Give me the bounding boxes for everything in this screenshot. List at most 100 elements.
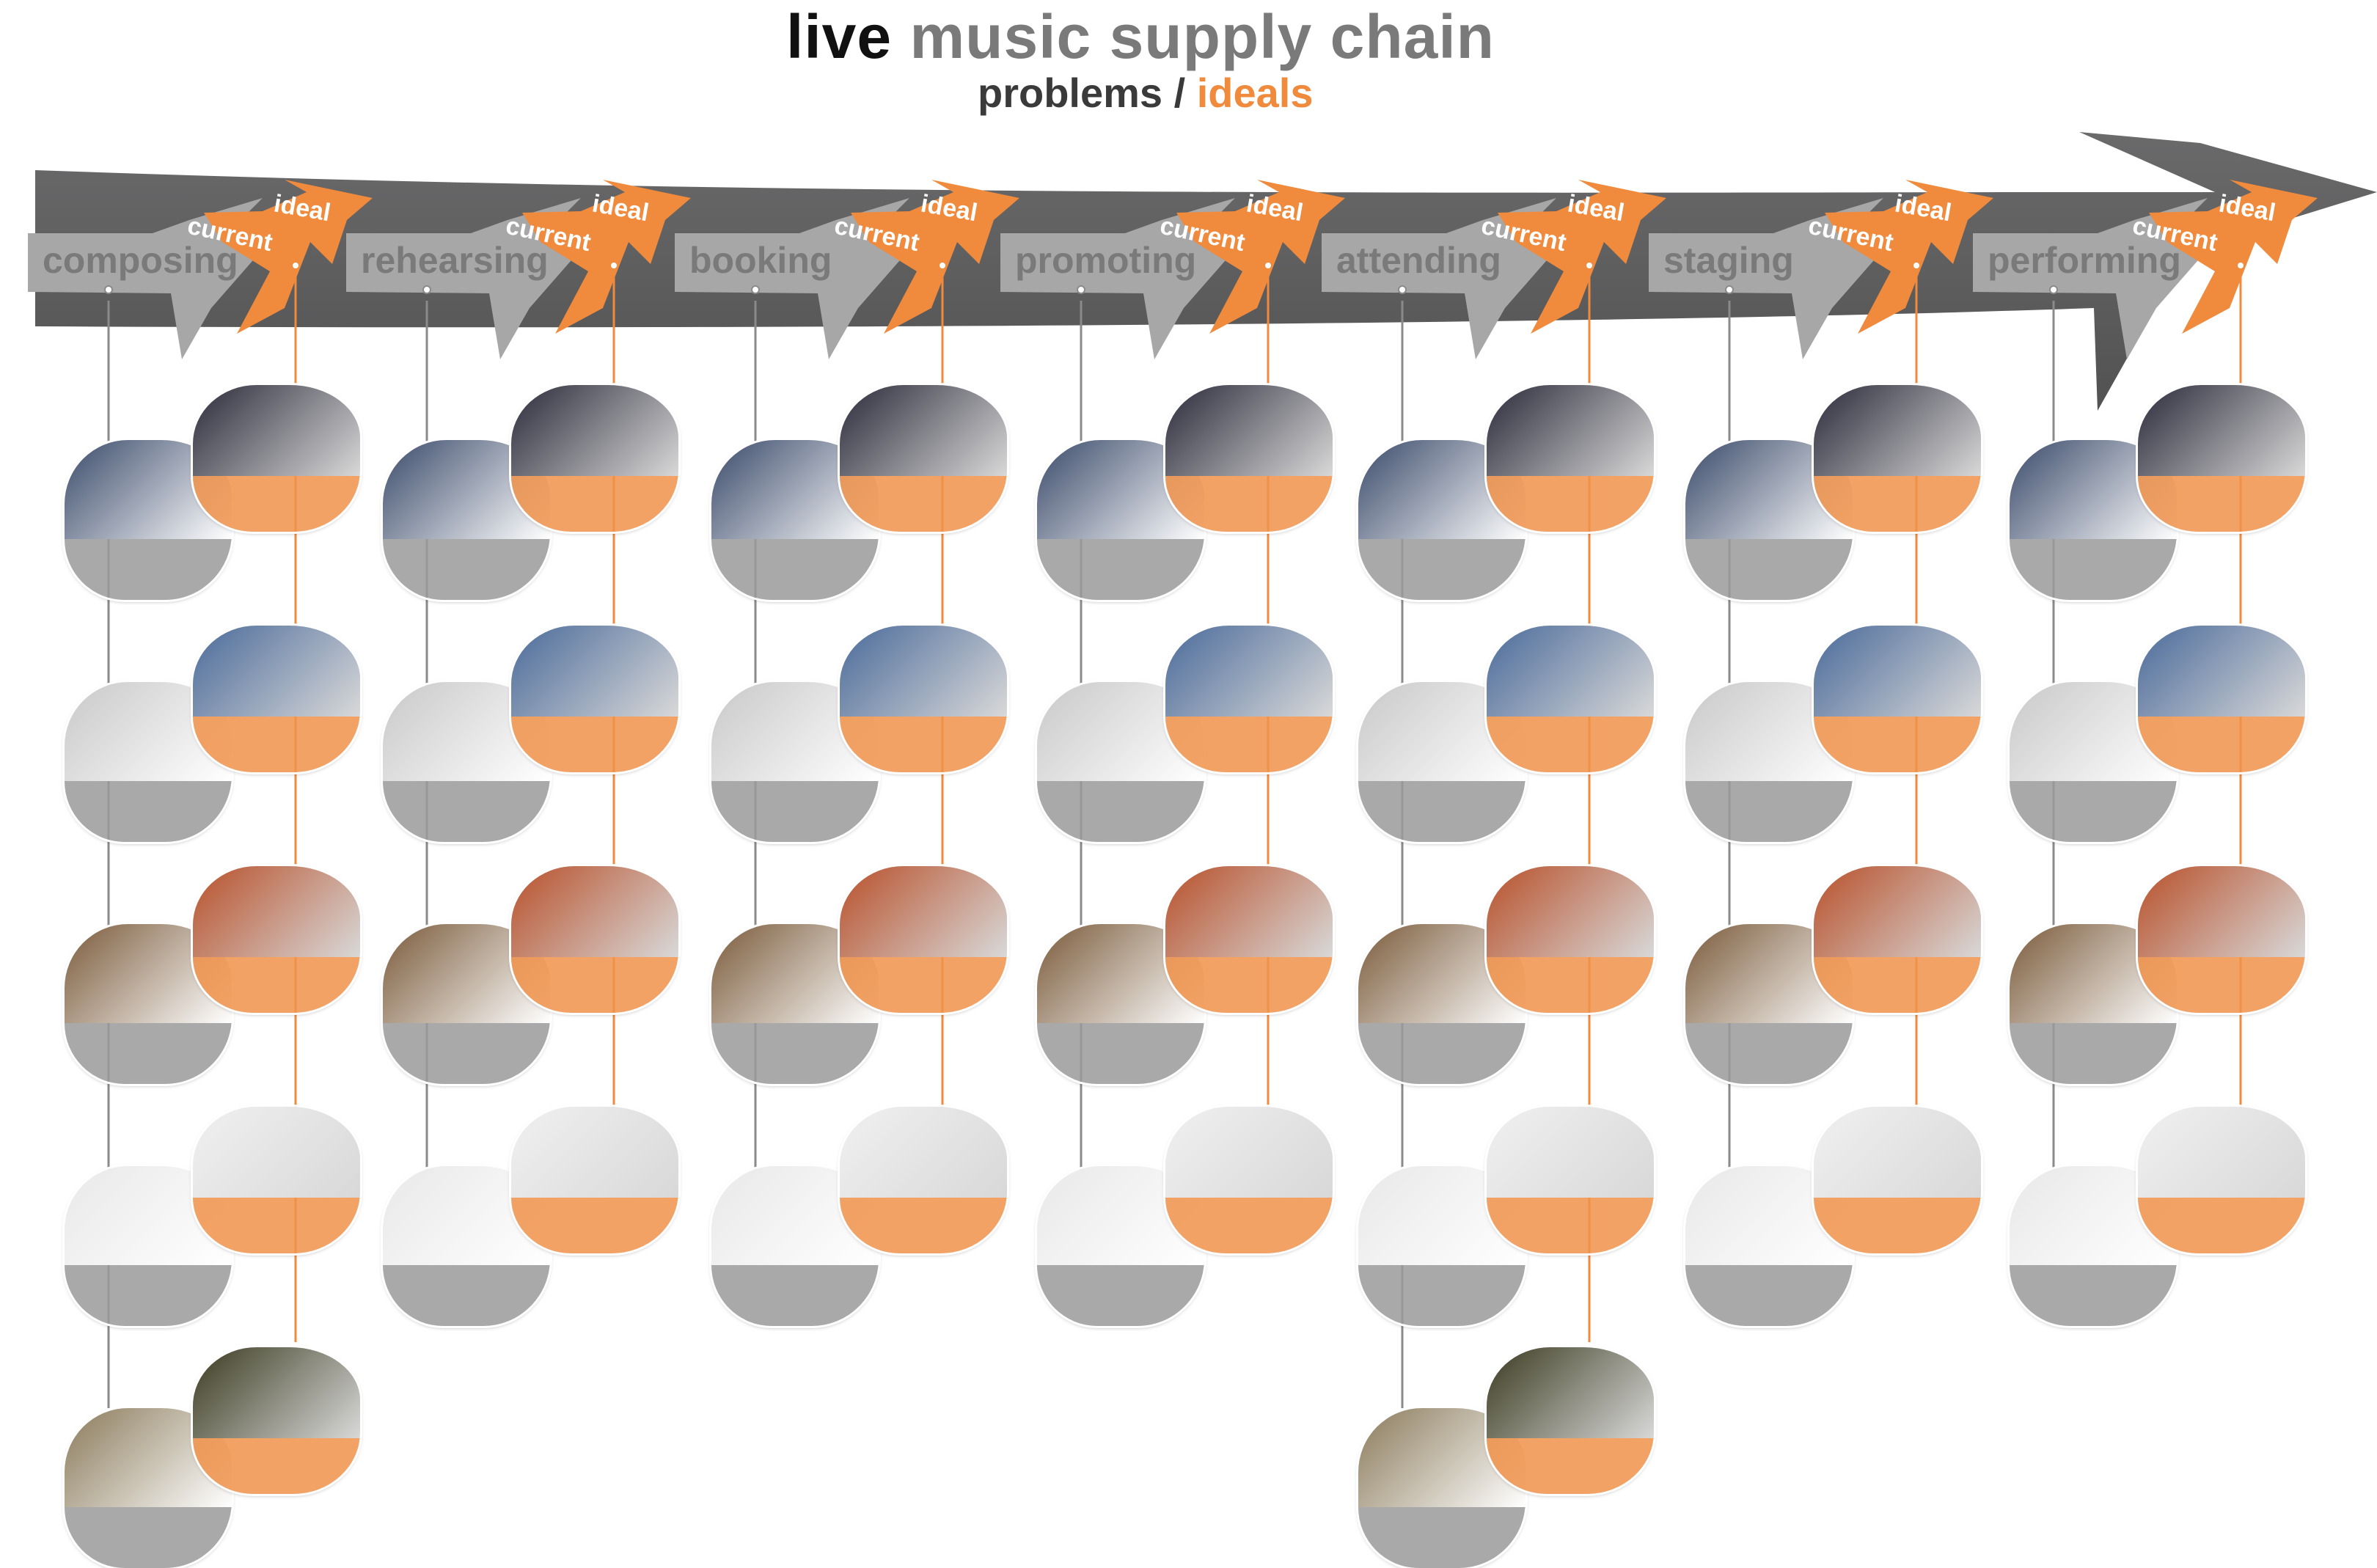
- card-caption: [1814, 957, 1981, 1013]
- problem-node-attending: [1398, 285, 1407, 294]
- ideal-card-attending: [1487, 1107, 1654, 1253]
- ideal-node-booking: [938, 261, 947, 270]
- stage-label-staging: staging: [1663, 240, 1794, 281]
- card-caption: [1487, 957, 1654, 1013]
- card-caption: [65, 1507, 232, 1568]
- problem-node-booking: [751, 285, 760, 294]
- ideal-card-performing: [2138, 385, 2305, 532]
- card-caption: [711, 1265, 879, 1326]
- card-caption: [193, 957, 360, 1013]
- photo-illustration: [511, 866, 678, 957]
- ideal-node-attending: [1585, 261, 1594, 270]
- ideal-card-composing: [193, 385, 360, 532]
- photo-illustration: [2138, 626, 2305, 717]
- ideal-card-promoting: [1165, 385, 1333, 532]
- stage-label-rehearsing: rehearsing: [361, 240, 549, 281]
- photo-illustration: [193, 1347, 360, 1438]
- photo-illustration: [1487, 866, 1654, 957]
- card-caption: [1685, 781, 1853, 842]
- photo-illustration: [511, 385, 678, 476]
- ideal-card-performing: [2138, 1107, 2305, 1253]
- card-caption: [2138, 957, 2305, 1013]
- problem-node-staging: [1725, 285, 1734, 294]
- card-caption: [2138, 476, 2305, 532]
- card-caption: [383, 1023, 550, 1084]
- card-caption: [193, 717, 360, 772]
- photo-illustration: [511, 626, 678, 717]
- ideal-card-performing: [2138, 626, 2305, 772]
- ideal-card-attending: [1487, 626, 1654, 772]
- ideal-node-rehearsing: [609, 261, 618, 270]
- ideal-card-attending: [1487, 866, 1654, 1013]
- photo-illustration: [840, 626, 1007, 717]
- ideal-card-staging: [1814, 866, 1981, 1013]
- card-caption: [383, 781, 550, 842]
- photo-illustration: [840, 1107, 1007, 1198]
- ideal-arrow-attending: [1498, 180, 1666, 334]
- card-caption: [1685, 1265, 1853, 1326]
- ideal-card-performing: [2138, 866, 2305, 1013]
- subtitle-problems: problems /: [978, 70, 1186, 116]
- card-caption: [193, 476, 360, 532]
- card-caption: [65, 539, 232, 600]
- title-live: live: [786, 2, 893, 71]
- page-subtitle: problems / ideals: [978, 69, 1314, 117]
- card-caption: [1165, 717, 1333, 772]
- card-caption: [1358, 1507, 1526, 1568]
- photo-illustration: [2138, 866, 2305, 957]
- photo-illustration: [1487, 385, 1654, 476]
- current-arrow-rehearsing: [346, 198, 581, 359]
- card-caption: [383, 539, 550, 600]
- ideal-card-staging: [1814, 626, 1981, 772]
- ideal-card-booking: [840, 626, 1007, 772]
- stage-label-composing: composing: [43, 240, 238, 281]
- card-caption: [1165, 1198, 1333, 1253]
- card-caption: [383, 1265, 550, 1326]
- ideal-card-attending: [1487, 385, 1654, 532]
- ideal-card-composing: [193, 626, 360, 772]
- card-caption: [2138, 717, 2305, 772]
- problem-card-performing: [2010, 1166, 2177, 1326]
- card-caption: [1358, 1265, 1526, 1326]
- ideal-card-rehearsing: [511, 385, 678, 532]
- ideal-card-promoting: [1165, 626, 1333, 772]
- photo-illustration: [1165, 626, 1333, 717]
- photo-illustration: [840, 385, 1007, 476]
- card-caption: [511, 717, 678, 772]
- problem-node-composing: [104, 285, 113, 294]
- card-caption: [1487, 1198, 1654, 1253]
- card-caption: [1037, 539, 1204, 600]
- card-caption: [2010, 1265, 2177, 1326]
- card-caption: [1165, 957, 1333, 1013]
- card-caption: [840, 1198, 1007, 1253]
- card-caption: [1487, 717, 1654, 772]
- card-caption: [193, 1438, 360, 1494]
- card-caption: [2010, 781, 2177, 842]
- problem-card-booking: [711, 924, 879, 1084]
- ideal-card-staging: [1814, 1107, 1981, 1253]
- card-caption: [1165, 476, 1333, 532]
- card-caption: [1487, 476, 1654, 532]
- ideal-card-booking: [840, 385, 1007, 532]
- card-caption: [1814, 1198, 1981, 1253]
- ideal-arrow-performing: [2149, 180, 2318, 334]
- card-caption: [65, 1265, 232, 1326]
- card-caption: [65, 781, 232, 842]
- current-arrow-promoting: [1000, 198, 1235, 359]
- ideal-node-promoting: [1264, 261, 1272, 270]
- card-caption: [840, 476, 1007, 532]
- ideal-card-staging: [1814, 385, 1981, 532]
- ideal-card-composing: [193, 1107, 360, 1253]
- photo-illustration: [511, 1107, 678, 1198]
- photo-illustration: [1165, 1107, 1333, 1198]
- card-caption: [1814, 717, 1981, 772]
- ideal-node-composing: [291, 261, 300, 270]
- ideal-arrow-rehearsing: [522, 180, 691, 334]
- stage-label-attending: attending: [1336, 240, 1501, 281]
- ideal-card-attending: [1487, 1347, 1654, 1494]
- ideal-node-staging: [1912, 261, 1921, 270]
- ideal-arrow-promoting: [1176, 180, 1345, 334]
- ideal-card-booking: [840, 866, 1007, 1013]
- ideal-card-rehearsing: [511, 626, 678, 772]
